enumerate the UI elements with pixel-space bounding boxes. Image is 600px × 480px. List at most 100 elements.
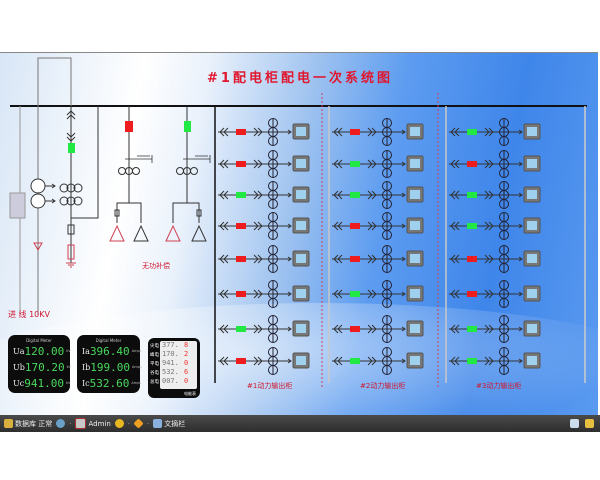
feeder-breaker[interactable] (236, 358, 246, 364)
monitor-icon[interactable] (523, 250, 541, 267)
arrow-icon (287, 358, 292, 364)
incoming-breaker[interactable] (68, 143, 75, 153)
feeder-breaker[interactable] (350, 161, 360, 167)
monitor-icon[interactable] (406, 250, 424, 267)
arrester-icon (33, 242, 43, 252)
current-transformer-icon (268, 150, 278, 178)
monitor-icon[interactable] (406, 217, 424, 234)
monitor-icon[interactable] (292, 123, 310, 140)
feeder-breaker[interactable] (236, 223, 246, 229)
monitor-icon[interactable] (523, 285, 541, 302)
monitor-icon[interactable] (292, 320, 310, 337)
feeder-breaker[interactable] (236, 291, 246, 297)
monitor-icon[interactable] (523, 217, 541, 234)
db-status[interactable]: 数据库 正常 (4, 419, 52, 429)
meter-unit: kV (66, 349, 71, 353)
feeder-row (449, 118, 541, 146)
monitor-icon[interactable] (406, 186, 424, 203)
meter-label: Ua (13, 346, 25, 356)
plug-in-contact-icon (484, 356, 494, 366)
meter-unit: Amps (131, 349, 142, 353)
arrow-icon (518, 161, 523, 167)
meter-label: Ic (82, 378, 90, 388)
capacitor-breaker-1[interactable] (125, 121, 133, 132)
user-button[interactable]: Admin (75, 418, 111, 429)
monitor-icon[interactable] (523, 123, 541, 140)
meter-value: 532.60 (89, 376, 130, 390)
meter-value: 941.00 (24, 376, 64, 390)
feeder-breaker[interactable] (350, 358, 360, 364)
feeder-breaker[interactable] (350, 192, 360, 198)
feeder-breaker[interactable] (350, 326, 360, 332)
monitor-icon[interactable] (292, 155, 310, 172)
mail-icon[interactable] (570, 419, 579, 428)
meter-value: 170.20 (24, 360, 65, 374)
feeder-breaker[interactable] (236, 192, 246, 198)
plug-in-contact-icon (450, 324, 460, 334)
feeder-breaker[interactable] (350, 223, 360, 229)
feeder-row (449, 245, 541, 273)
feeder-row (449, 212, 541, 240)
current-transformer-icon (499, 150, 509, 178)
monitor-icon[interactable] (406, 123, 424, 140)
monitor-screen (296, 127, 306, 136)
feeder-breaker[interactable] (350, 129, 360, 135)
monitor-icon[interactable] (292, 352, 310, 369)
network-button[interactable]: · (56, 419, 71, 428)
monitor-icon[interactable] (406, 320, 424, 337)
feeder-row (218, 212, 310, 240)
monitor-screen (410, 190, 420, 199)
monitor-icon[interactable] (292, 217, 310, 234)
monitor-icon[interactable] (523, 186, 541, 203)
energy-value: 007. (162, 377, 179, 385)
current-transformer-icon (382, 181, 392, 209)
monitor-icon[interactable] (523, 352, 541, 369)
monitor-icon[interactable] (292, 250, 310, 267)
nav-button[interactable]: · (114, 419, 130, 428)
monitor-icon[interactable] (406, 155, 424, 172)
current-transformer-icon (499, 245, 509, 273)
feeder-breaker[interactable] (467, 358, 477, 364)
phone-icon[interactable] (585, 419, 594, 428)
feeder-breaker[interactable] (350, 256, 360, 262)
fuse-icon (67, 224, 75, 235)
monitor-screen (527, 159, 537, 168)
feeder-breaker[interactable] (236, 326, 246, 332)
arrow-icon (287, 161, 292, 167)
alert-button[interactable]: · (133, 418, 149, 429)
feeder-breaker[interactable] (467, 291, 477, 297)
monitor-icon[interactable] (406, 285, 424, 302)
compensation-label: 无功补偿 (142, 261, 170, 270)
feeder-breaker[interactable] (236, 161, 246, 167)
arrow-icon (287, 223, 292, 229)
capacitor-breaker-2[interactable] (184, 121, 191, 132)
feeder-breaker[interactable] (350, 291, 360, 297)
monitor-icon[interactable] (292, 186, 310, 203)
monitor-icon[interactable] (523, 320, 541, 337)
panel-button[interactable]: 文摘栏 (153, 419, 185, 429)
feeder-breaker[interactable] (467, 223, 477, 229)
feeder-breaker[interactable] (467, 129, 477, 135)
feeder-breaker[interactable] (467, 326, 477, 332)
meter-value: 199.00 (90, 360, 131, 374)
arrow-icon (401, 129, 406, 135)
feeder-breaker[interactable] (236, 256, 246, 262)
feeder-row (332, 212, 424, 240)
monitor-screen (296, 324, 306, 333)
feeder-breaker[interactable] (236, 129, 246, 135)
feeder-row (332, 181, 424, 209)
feeder-breaker[interactable] (467, 256, 477, 262)
arrow-icon (287, 192, 292, 198)
feeder-breaker[interactable] (467, 161, 477, 167)
monitor-icon[interactable] (523, 155, 541, 172)
plug-in-contact-icon (367, 190, 377, 200)
monitor-icon[interactable] (406, 352, 424, 369)
energy-label: 谷电 (150, 371, 159, 376)
plug-in-contact-icon (219, 159, 229, 169)
monitor-icon[interactable] (292, 285, 310, 302)
feeder-breaker[interactable] (467, 192, 477, 198)
monitor-screen (527, 289, 537, 298)
feeder-row (449, 315, 541, 343)
meter-label: Ub (13, 362, 25, 372)
